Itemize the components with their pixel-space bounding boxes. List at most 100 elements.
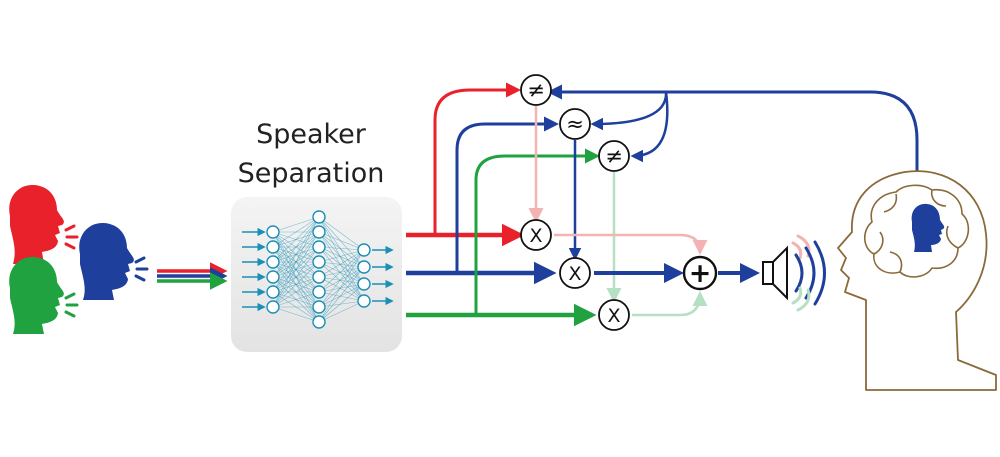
- network-node: [312, 210, 326, 224]
- network-edge: [318, 216, 365, 268]
- network-edge: [318, 266, 365, 293]
- network-node: [312, 285, 326, 299]
- network-edge: [272, 216, 320, 248]
- network-edge: [318, 249, 365, 263]
- network-edge: [318, 283, 365, 323]
- network-edge: [318, 249, 365, 278]
- network-edge: [318, 216, 365, 251]
- network-edge: [318, 249, 365, 293]
- blue-branch: [455, 116, 559, 273]
- svg-text:+: +: [689, 258, 712, 289]
- network-node: [357, 277, 371, 291]
- network-edge: [318, 266, 365, 278]
- network-edge: [318, 300, 365, 323]
- speaker-icon: [762, 234, 826, 312]
- network-edge: [318, 291, 365, 302]
- network-node: [312, 315, 326, 329]
- network-edge: [318, 246, 365, 268]
- attended-speaker-in-brain: [911, 203, 945, 252]
- title-line-1: Speaker: [256, 119, 367, 150]
- approx-node: ≈: [559, 108, 591, 140]
- neural-network-box: [231, 197, 402, 352]
- network-node: [357, 294, 371, 308]
- network-edge: [318, 261, 365, 302]
- network-edge: [318, 283, 365, 308]
- brain-feedback-line: [547, 84, 919, 178]
- weighted-red: [554, 233, 708, 255]
- svg-text:≠: ≠: [605, 144, 623, 168]
- network-edge: [318, 249, 365, 308]
- red-branch: [433, 82, 521, 235]
- sound-waves-red: [64, 224, 79, 250]
- speaking-head-icon: [9, 256, 64, 334]
- speaker-waves: [791, 234, 826, 312]
- brain-icon: [863, 184, 970, 278]
- multiply-node-red: X: [520, 219, 552, 251]
- network-edge: [318, 266, 365, 323]
- weighted-green: [632, 291, 708, 317]
- not-equal-node-mid: ≠: [598, 140, 630, 172]
- network-edge: [318, 261, 365, 285]
- network-edge: [318, 283, 365, 293]
- network-edge: [318, 231, 365, 302]
- network-node: [266, 225, 280, 239]
- network-edge: [318, 266, 365, 308]
- network-edge: [272, 261, 320, 308]
- speaking-head-icon: [79, 222, 134, 300]
- svg-text:≈: ≈: [566, 112, 584, 136]
- not-equal-node-top: ≠: [520, 74, 552, 106]
- network-edge: [318, 246, 365, 285]
- network-edge: [272, 216, 320, 233]
- network-node: [266, 270, 280, 284]
- network-edge: [318, 300, 365, 308]
- network-edge: [318, 231, 365, 285]
- network-node: [312, 240, 326, 254]
- speaking-head-icon: [9, 184, 64, 264]
- svg-text:X: X: [529, 225, 542, 247]
- separated-streams: [406, 82, 919, 327]
- network-node: [312, 225, 326, 239]
- network-edge: [318, 231, 365, 268]
- listener-head-icon: [837, 170, 997, 391]
- network-node: [357, 260, 371, 274]
- network-edge: [272, 216, 320, 278]
- network-edge: [318, 216, 365, 285]
- speaking-head-red: [9, 184, 79, 264]
- sum-node: +: [682, 255, 718, 291]
- neural-network-nodes: [242, 210, 394, 329]
- network-node: [266, 300, 280, 314]
- mixture-input-arrows: [157, 262, 228, 290]
- title-line-2: Separation: [238, 158, 385, 189]
- network-edge: [318, 249, 365, 323]
- network-edge: [318, 246, 365, 251]
- feedback-split-neq: [630, 91, 669, 163]
- neural-network-icon: [272, 216, 365, 323]
- network-edge: [272, 306, 320, 323]
- network-edge: [318, 276, 365, 285]
- svg-text:≠: ≠: [527, 78, 545, 102]
- network-edge: [272, 246, 320, 308]
- multiply-node-blue: X: [559, 257, 591, 289]
- network-node: [312, 300, 326, 314]
- speaking-head-blue: [79, 222, 149, 300]
- network-edge: [272, 231, 320, 308]
- green-branch: [474, 148, 600, 315]
- network-edge: [318, 231, 365, 251]
- speaking-head-green: [9, 256, 79, 334]
- network-node: [266, 285, 280, 299]
- network-node: [266, 240, 280, 254]
- multiply-node-green: X: [598, 299, 630, 331]
- network-node: [312, 255, 326, 269]
- sound-waves-blue: [134, 256, 149, 282]
- network-edge: [272, 276, 320, 308]
- svg-text:X: X: [568, 263, 581, 285]
- network-edge: [272, 216, 320, 308]
- operator-nodes: ≠ ≈ ≠ X X X +: [520, 74, 718, 331]
- network-edge: [318, 216, 365, 302]
- network-edge: [272, 216, 320, 263]
- network-edge: [318, 261, 365, 268]
- network-node: [357, 243, 371, 257]
- network-edge: [272, 216, 320, 293]
- network-node: [266, 255, 280, 269]
